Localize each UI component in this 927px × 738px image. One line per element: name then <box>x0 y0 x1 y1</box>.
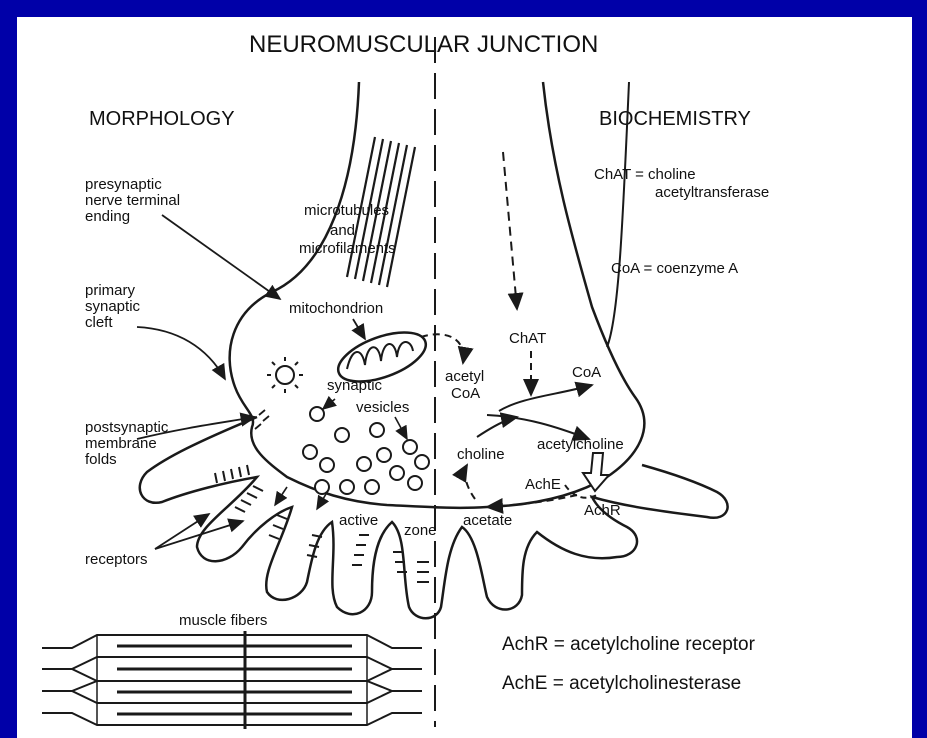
label-mitochondrion: mitochondrion <box>289 300 383 317</box>
ach-release-arrow <box>583 453 609 491</box>
svg-text:zone: zone <box>404 522 437 539</box>
diagram-panel: NEUROMUSCULAR JUNCTION MORPHOLOGY BIOCHE… <box>17 17 912 738</box>
legend-achr: AchR = acetylcholine receptor <box>502 634 756 655</box>
biochemistry-heading: BIOCHEMISTRY <box>599 108 751 130</box>
vesicles-pointer-b <box>395 417 407 439</box>
svg-text:acetyl: acetyl <box>445 368 484 385</box>
active-zone-ticks <box>255 410 269 429</box>
mitochondrion-pointer <box>353 319 365 339</box>
svg-text:ChAT = choline: ChAT = choline <box>594 166 696 183</box>
primary-cleft-pointer <box>137 327 225 379</box>
label-primary-cleft: primary synaptic cleft <box>85 282 141 331</box>
svg-text:nerve terminal: nerve terminal <box>85 192 180 209</box>
terminal-receptor-burst <box>267 357 303 393</box>
label-ache: AchE <box>525 476 561 493</box>
svg-text:primary: primary <box>85 282 136 299</box>
diagram-title: NEUROMUSCULAR JUNCTION <box>249 31 598 58</box>
label-acetylcholine: acetylcholine <box>537 436 624 453</box>
legend-coa: CoA = coenzyme A <box>611 260 738 277</box>
synaptic-vesicles <box>303 407 429 494</box>
label-receptors: receptors <box>85 551 148 568</box>
label-muscle-fibers: muscle fibers <box>179 612 267 629</box>
svg-text:CoA: CoA <box>451 385 480 402</box>
label-acetate: acetate <box>463 512 512 529</box>
label-postsynaptic-folds: postsynaptic membrane folds <box>85 419 169 468</box>
mito-to-acetylcoa-arrow <box>421 334 464 363</box>
vesicles-pointer-a <box>323 399 335 409</box>
svg-text:active: active <box>339 512 378 529</box>
svg-text:microtubules: microtubules <box>304 202 389 219</box>
active-zone-pointer-a <box>275 487 287 505</box>
acetylcoa-to-coa-arrow <box>499 385 592 411</box>
svg-text:microfilaments: microfilaments <box>299 240 396 257</box>
choline-reuptake-arrow <box>465 465 475 499</box>
presynaptic-pointer <box>162 215 280 299</box>
svg-text:presynaptic: presynaptic <box>85 176 162 193</box>
svg-text:and: and <box>330 222 355 239</box>
neuromuscular-junction-diagram: NEUROMUSCULAR JUNCTION MORPHOLOGY BIOCHE… <box>17 17 912 738</box>
legend-ache: AchE = acetylcholinesterase <box>502 673 741 694</box>
axon-transport-arrow <box>503 152 517 309</box>
svg-text:postsynaptic: postsynaptic <box>85 419 169 436</box>
label-synaptic-vesicles: synaptic vesicles <box>327 377 409 416</box>
legend-chat: ChAT = choline acetyltransferase <box>594 166 769 201</box>
svg-text:ending: ending <box>85 208 130 225</box>
svg-text:synaptic: synaptic <box>85 298 141 315</box>
receptors-pointer-b <box>155 521 243 549</box>
label-chat: ChAT <box>509 330 546 347</box>
morphology-heading: MORPHOLOGY <box>89 108 235 130</box>
muscle-fibers-drawing <box>42 631 422 729</box>
label-coa: CoA <box>572 364 601 381</box>
svg-text:vesicles: vesicles <box>356 399 409 416</box>
choline-to-synthesis-arrow <box>477 417 517 437</box>
label-acetyl-coa: acetyl CoA <box>445 368 484 402</box>
svg-text:acetyltransferase: acetyltransferase <box>655 184 769 201</box>
svg-text:cleft: cleft <box>85 314 113 331</box>
receptors-pointer-a <box>155 514 209 549</box>
svg-text:synaptic: synaptic <box>327 377 383 394</box>
label-achr: AchR <box>584 502 621 519</box>
svg-text:folds: folds <box>85 451 117 468</box>
label-choline: choline <box>457 446 505 463</box>
